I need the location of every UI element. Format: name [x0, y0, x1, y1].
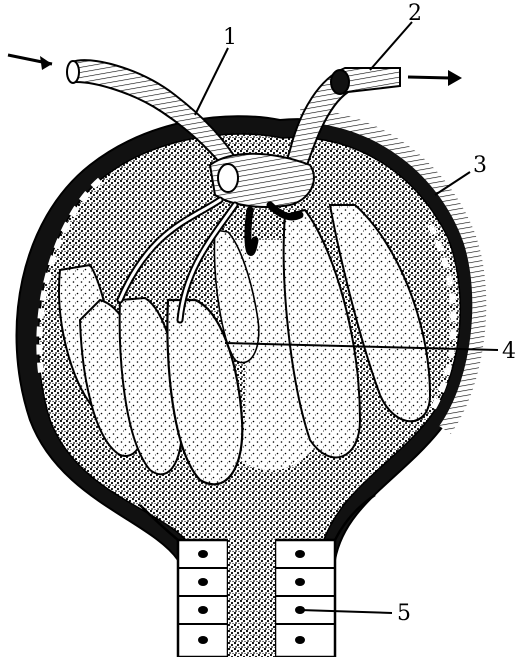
callout-4: 4: [502, 339, 516, 364]
vessel-cross-section: [218, 164, 238, 192]
callout-5: 5: [397, 601, 411, 626]
leader-line-1: [195, 48, 228, 115]
callout-3: 3: [473, 153, 487, 178]
flow-out-arrowhead: [448, 70, 462, 86]
tubule-lumen: [228, 520, 275, 657]
afferent-opening: [67, 61, 79, 83]
flow-out-arrow: [408, 77, 450, 78]
tubule-wall-right: [275, 540, 335, 657]
flow-in-arrowhead: [40, 56, 52, 70]
callout-1: 1: [223, 25, 237, 50]
leader-line-2: [370, 22, 412, 70]
efferent-opening: [331, 70, 349, 94]
callout-2: 2: [408, 1, 422, 26]
